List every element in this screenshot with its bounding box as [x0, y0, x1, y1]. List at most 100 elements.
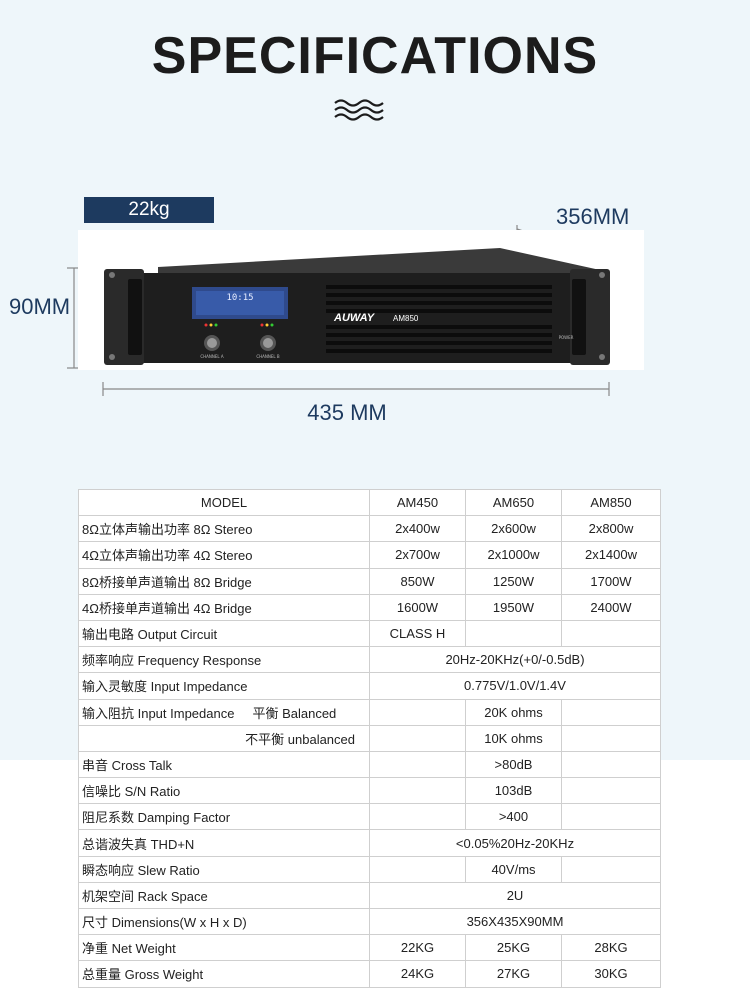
row-label: 机架空间 Rack Space: [78, 881, 370, 910]
empty-cell: [369, 698, 466, 726]
row-label-text: 输入阻抗 Input Impedance: [82, 705, 235, 721]
row-label: 输入灵敏度 Input Impedance: [78, 672, 370, 700]
channel-a-label: CHANNEL A: [200, 354, 224, 359]
row-value: 2x600w: [465, 515, 562, 543]
row-label: 总重量 Gross Weight: [78, 960, 370, 988]
row-value: >400: [465, 803, 562, 831]
row-value: 24KG: [369, 960, 466, 988]
empty-cell: [561, 855, 661, 883]
row-label: 尺寸 Dimensions(W x H x D): [78, 907, 370, 936]
empty-cell: [369, 724, 466, 752]
empty-cell: [561, 803, 661, 831]
header-label: MODEL: [78, 488, 370, 517]
empty-cell: [369, 855, 466, 883]
empty-cell: [369, 803, 466, 831]
row-label: 4Ω桥接单声道输出 4Ω Bridge: [78, 593, 370, 621]
display-time: 10:15: [226, 293, 253, 303]
row-value: 27KG: [465, 960, 562, 988]
empty-cell: [561, 619, 661, 648]
weight-badge: 22kg: [84, 197, 214, 223]
row-label: 信噪比 S/N Ratio: [78, 777, 370, 805]
row-label: 8Ω立体声输出功率 8Ω Stereo: [78, 515, 370, 543]
row-value: 20Hz-20KHz(+0/-0.5dB): [369, 646, 661, 674]
row-value: 40V/ms: [465, 855, 562, 883]
row-value: 850W: [369, 567, 466, 595]
width-label: 435 MM: [307, 400, 387, 425]
row-label: 净重 Net Weight: [78, 934, 370, 962]
row-value: 0.775V/1.0V/1.4V: [369, 672, 661, 700]
row-value: 30KG: [561, 960, 661, 988]
row-sublabel: 平衡 Balanced: [252, 705, 337, 721]
table-row: 串音 Cross Talk>80dB: [78, 750, 661, 779]
header-model: AM850: [561, 488, 661, 517]
height-label: 90MM: [9, 294, 71, 319]
row-value: 2x1000w: [465, 541, 562, 569]
row-value: 28KG: [561, 934, 661, 962]
row-value: 2x400w: [369, 515, 466, 543]
header-model: AM650: [465, 488, 562, 517]
table-row: 总谐波失真 THD+N<0.05%20Hz-20KHz: [78, 829, 661, 857]
row-value: 2x1400w: [561, 541, 661, 569]
empty-cell: [369, 777, 466, 805]
table-row: 尺寸 Dimensions(W x H x D)356X435X90MM: [78, 907, 661, 936]
row-label: 输入阻抗 Input Impedance 平衡 Balanced: [78, 698, 370, 726]
row-value: 25KG: [465, 934, 562, 962]
row-value: 2U: [369, 881, 661, 910]
empty-cell: [561, 698, 661, 726]
row-value: 22KG: [369, 934, 466, 962]
row-value: 356X435X90MM: [369, 907, 661, 936]
model-label: AM850: [393, 314, 419, 323]
row-label: 输出电路 Output Circuit: [78, 619, 370, 648]
empty-cell: [561, 750, 661, 779]
row-label: 瞬态响应 Slew Ratio: [78, 855, 370, 883]
row-value: CLASS H: [369, 619, 466, 648]
empty-cell: [369, 750, 466, 779]
row-value: 2x800w: [561, 515, 661, 543]
waves-icon: [334, 99, 384, 121]
table-row: 不平衡 unbalanced 10K ohms: [78, 724, 661, 752]
table-row: 输入阻抗 Input Impedance 平衡 Balanced 20K ohms: [78, 698, 661, 726]
table-row: 瞬态响应 Slew Ratio 40V/ms: [78, 855, 661, 883]
row-value: 1600W: [369, 593, 466, 621]
empty-cell: [465, 619, 562, 648]
row-label: 频率响应 Frequency Response: [78, 646, 370, 674]
amplifier-image: 10:15 CHANNEL A CHANNEL B AUWAY AM850 PO…: [104, 248, 610, 365]
row-value: <0.05%20Hz-20KHz: [369, 829, 661, 857]
row-value: 1250W: [465, 567, 562, 595]
row-label: 8Ω桥接单声道输出 8Ω Bridge: [78, 567, 370, 595]
table-row: 阻尼系数 Damping Factor >400: [78, 803, 661, 831]
power-label: POWER: [559, 335, 574, 340]
row-value: 1700W: [561, 567, 661, 595]
row-value: >80dB: [465, 750, 562, 779]
channel-b-label: CHANNEL B: [256, 354, 280, 359]
empty-cell: [561, 777, 661, 805]
row-value: 10K ohms: [465, 724, 562, 752]
row-label: 4Ω立体声输出功率 4Ω Stereo: [78, 541, 370, 569]
table-row: 信噪比 S/N Ratio 103dB: [78, 777, 661, 805]
header-model: AM450: [369, 488, 466, 517]
empty-cell: [561, 724, 661, 752]
row-value: 20K ohms: [465, 698, 562, 726]
row-sublabel: 不平衡 unbalanced: [78, 724, 370, 752]
brand-logo: AUWAY: [333, 312, 376, 324]
row-label: 总谐波失真 THD+N: [78, 829, 370, 857]
row-label: 阻尼系数 Damping Factor: [78, 803, 370, 831]
page-title: SPECIFICATIONS: [151, 27, 599, 85]
row-value: 2400W: [561, 593, 661, 621]
row-value: 103dB: [465, 777, 562, 805]
row-value: 2x700w: [369, 541, 466, 569]
row-value: 1950W: [465, 593, 562, 621]
depth-label: 356MM: [556, 204, 630, 229]
